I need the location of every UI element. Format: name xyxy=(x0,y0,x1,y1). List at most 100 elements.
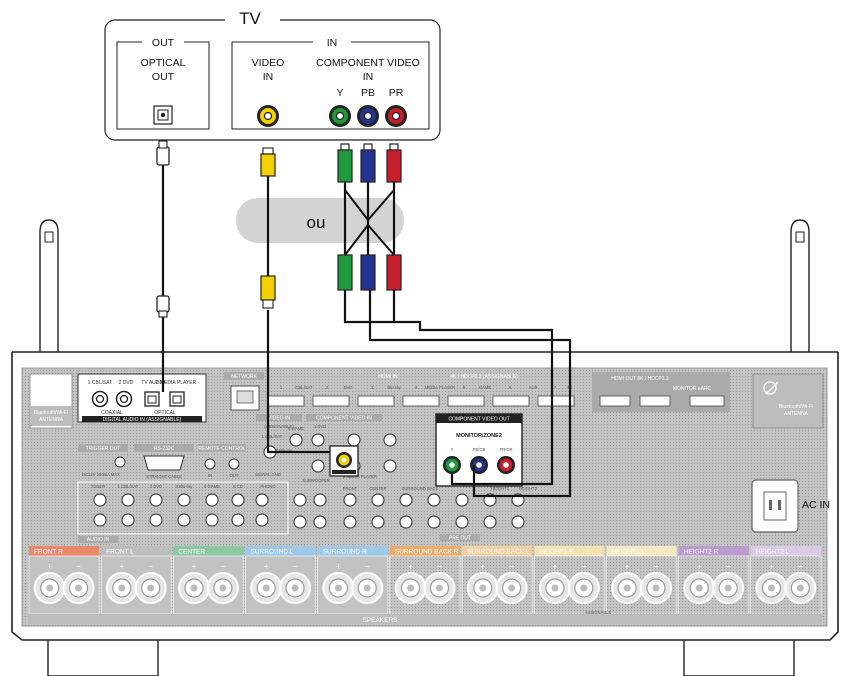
tv-in-label: IN xyxy=(327,37,338,49)
coaxial-label: COAXIAL xyxy=(101,410,123,416)
svg-text:+: + xyxy=(264,562,269,571)
speaker-band-label: SURROUND BACK L xyxy=(467,549,530,556)
network-label: NETWORK xyxy=(231,374,257,380)
speaker-band xyxy=(101,546,172,556)
svg-text:+: + xyxy=(336,562,341,571)
component-in-label: COMPONENT VIDEO IN xyxy=(316,416,372,422)
speaker-band-label: SURROUND BACK R xyxy=(395,549,459,556)
video-bluray: 3 Blu-ray xyxy=(276,448,294,453)
speaker-terminal-7: HEIGHT1 R+− xyxy=(533,546,605,615)
remote-label: REMOTE CONTROL xyxy=(198,446,245,452)
rs232-port-icon xyxy=(143,455,185,471)
speaker-band xyxy=(534,546,605,556)
monitor-zone2-label: MONITOR/ZONE2 xyxy=(456,433,502,439)
component-out-title: COMPONENT VIDEO OUT xyxy=(448,417,509,423)
speaker-band xyxy=(750,546,821,556)
speaker-band-label: SURROUND L xyxy=(251,549,294,556)
svg-text:−: − xyxy=(221,562,226,571)
bt-right-line2: ANTENNA xyxy=(784,411,809,417)
rs232-label: RS-232C xyxy=(154,446,175,452)
component-plugs-bottom xyxy=(337,254,402,291)
svg-text:+: + xyxy=(120,562,125,571)
trigger-label: TRIGGER OUT xyxy=(86,446,121,452)
hdmi-in-1-name: CBL/SAT xyxy=(295,385,313,390)
dig-in-4: 2 MEDIA PLAYER xyxy=(156,380,197,386)
left-antenna-icon xyxy=(39,219,59,360)
speaker-band xyxy=(317,546,388,556)
speaker-band-label: CENTER xyxy=(178,549,205,556)
pre-sb-label: SURROUND BACK xyxy=(402,486,439,491)
pre-out-jacks xyxy=(293,493,525,529)
tv-optical-out-1: OPTICAL xyxy=(141,57,186,69)
tv-out-label: OUT xyxy=(152,37,175,49)
dig-in-1: 1 CBL/SAT xyxy=(88,380,113,386)
optical-plug-top xyxy=(156,140,170,166)
dig-in-3: TV AUDIO xyxy=(141,380,164,386)
right-foot xyxy=(683,640,795,676)
svg-text:+: + xyxy=(553,562,558,571)
speaker-terminal-0: FRONT R+− xyxy=(28,546,100,615)
right-antenna-icon xyxy=(790,219,810,360)
audio-src-2: 2 DVD xyxy=(150,484,162,489)
hdmi-in-6: 6 xyxy=(509,385,512,390)
remote-in-jack-icon xyxy=(204,458,216,470)
speaker-band-label: FRONT R xyxy=(34,549,63,556)
monitor-earc-label: MONITOR eARC xyxy=(673,386,712,392)
svg-text:−: − xyxy=(726,562,731,571)
svg-text:+: + xyxy=(697,562,702,571)
optical-jack-2-icon xyxy=(169,391,185,407)
audio-src-tuner: TUNER xyxy=(91,484,105,489)
tv-component-1: COMPONENT VIDEO xyxy=(316,57,420,69)
speaker-terminal-4: SURROUND R+− xyxy=(317,546,389,615)
tv-optical-out-2: OUT xyxy=(152,71,175,83)
component-dvd: 1 DVD xyxy=(314,424,326,429)
audio-in-label: AUDIO IN xyxy=(87,537,110,543)
svg-text:−: − xyxy=(293,562,298,571)
speaker-terminal-10: HEIGHT2 L + − xyxy=(750,546,822,615)
speaker-band xyxy=(462,546,533,556)
remote-out-label: OUT xyxy=(230,473,239,478)
cables xyxy=(161,165,572,498)
video-assignable: (ASSIGNABLE) xyxy=(264,424,294,429)
audio-src-1: 1 CBL/SAT xyxy=(118,484,139,489)
speakers-label: SPEAKERS xyxy=(362,617,398,624)
bt-left-line1: Bluetooth/Wi-Fi xyxy=(34,410,68,416)
speaker-terminal-1: FRONT L + − xyxy=(100,546,172,615)
tv-y-jack-icon xyxy=(329,105,351,127)
svg-text:+: + xyxy=(47,562,52,571)
assignable-label: ASSIGNABLE xyxy=(585,610,612,615)
hdmi-in-3-name: Blu-ray xyxy=(387,385,401,390)
svg-text:+: + xyxy=(408,562,413,571)
svg-text:−: − xyxy=(365,562,370,571)
hdmi-in-4: 4 xyxy=(415,385,418,390)
out-pb-jack-icon xyxy=(470,456,488,474)
bt-right-line1: Bluetooth/Wi-Fi xyxy=(779,404,813,410)
tv-component-2: IN xyxy=(363,71,374,83)
ac-in-label: AC IN xyxy=(802,499,830,511)
svg-text:−: − xyxy=(798,562,803,571)
speaker-terminal-6: SURROUND BACK L+− xyxy=(461,546,533,615)
wifi-antenna-icon xyxy=(763,381,779,395)
speaker-band xyxy=(29,546,100,556)
speaker-band-label: HEIGHT2 L xyxy=(756,549,790,556)
speaker-terminal-3: SURROUND L + − xyxy=(245,546,317,615)
speaker-band xyxy=(173,546,244,556)
component-media: 2 MEDIA PLAYER xyxy=(343,474,377,479)
speaker-band-label: HEIGHT1 L xyxy=(611,549,645,556)
signal-gnd-label: SIGNAL GND xyxy=(255,472,281,477)
video-game: 5 GAME xyxy=(288,426,304,431)
audio-src-6: 6 CD xyxy=(233,484,243,489)
tv-pb-jack-icon xyxy=(357,105,379,127)
hdmi-in-7: 7 xyxy=(554,385,557,390)
speaker-band xyxy=(389,546,461,556)
receiver-video-jack-icon xyxy=(329,445,359,477)
audio-in-block xyxy=(77,481,289,535)
trigger-spec: DC12V 150mA MAX xyxy=(82,472,120,477)
svg-text:−: − xyxy=(148,562,153,571)
left-foot xyxy=(47,640,159,676)
speaker-band-label: FRONT L xyxy=(106,549,134,556)
tv-video-jack-icon xyxy=(257,105,279,127)
svg-text:+: + xyxy=(769,562,774,571)
tv-pr-jack-icon xyxy=(385,105,407,127)
remote-out-jack-icon xyxy=(228,458,240,470)
